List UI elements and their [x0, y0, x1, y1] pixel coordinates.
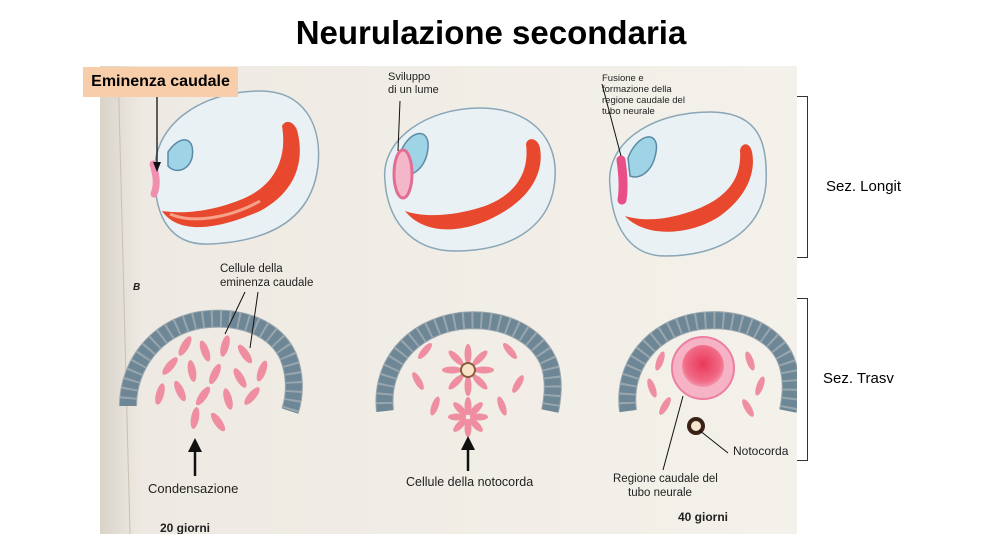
fusion-line-4: tubo neurale [602, 106, 655, 117]
eminence-arrow-head [153, 162, 161, 172]
eminence-cells-line-2: eminenza caudale [220, 277, 313, 289]
notochord-pointer [698, 429, 729, 454]
lumen-annotation: Sviluppo di un lume [388, 71, 439, 96]
fusion-annotation: Fusione e formazione della regione cauda… [602, 73, 688, 117]
lumen-pointer [397, 100, 401, 152]
bracket-transverse [797, 298, 808, 461]
condensation-arrow-head [188, 438, 202, 452]
fusion-pointer [601, 83, 622, 157]
caudal-region-pointer [662, 395, 684, 471]
eminence-cells-pointer-2 [249, 291, 259, 349]
notochord-label: Notocorda [733, 444, 789, 458]
eminence-cells-annotation: Cellule della eminenza caudale [220, 263, 313, 289]
longitudinal-embryo-3 [608, 111, 768, 257]
book-spine-line [117, 66, 131, 534]
fusion-line-3: regione caudale del [602, 95, 685, 106]
age-left-label: 20 giorni [160, 521, 210, 534]
condensation-label: Condensazione [148, 481, 238, 496]
caudal-region-annotation: Regione caudale del tubo neurale [613, 473, 721, 499]
longitudinal-embryo-2 [383, 107, 556, 252]
lumen-line-1: Sviluppo [388, 71, 430, 83]
eminence-cells-line-1: Cellule della [220, 263, 283, 275]
transverse-section-neural-tube [618, 311, 797, 435]
highlight-label: Eminenza caudale [83, 67, 238, 97]
label-transverse: Sez. Trasv [823, 370, 894, 387]
transverse-section-notochord-cells [375, 311, 562, 437]
eminence-cells-pointer-1 [224, 291, 246, 335]
age-right-label: 40 giorni [678, 510, 728, 524]
notochord-cells-arrow-head [461, 436, 475, 450]
longitudinal-embryo-1 [149, 90, 320, 245]
bracket-longitudinal [797, 96, 808, 258]
caudal-region-line-2: tubo neurale [628, 487, 692, 499]
slide-title: Neurulazione secondaria [295, 14, 687, 51]
caudal-region-line-1: Regione caudale del [613, 473, 718, 485]
fusion-line-2: formazione della [602, 84, 672, 95]
label-longitudinal: Sez. Longit [826, 178, 902, 195]
notochord-cells-label: Cellule della notocorda [406, 475, 533, 489]
transverse-section-condensation [119, 309, 303, 432]
textbook-figure-photo: B Sviluppo di un lume Fusione e formazio… [100, 66, 797, 534]
lumen-line-2: di un lume [388, 84, 439, 96]
fusion-line-1: Fusione e [602, 73, 644, 84]
panel-letter: B [133, 282, 140, 293]
